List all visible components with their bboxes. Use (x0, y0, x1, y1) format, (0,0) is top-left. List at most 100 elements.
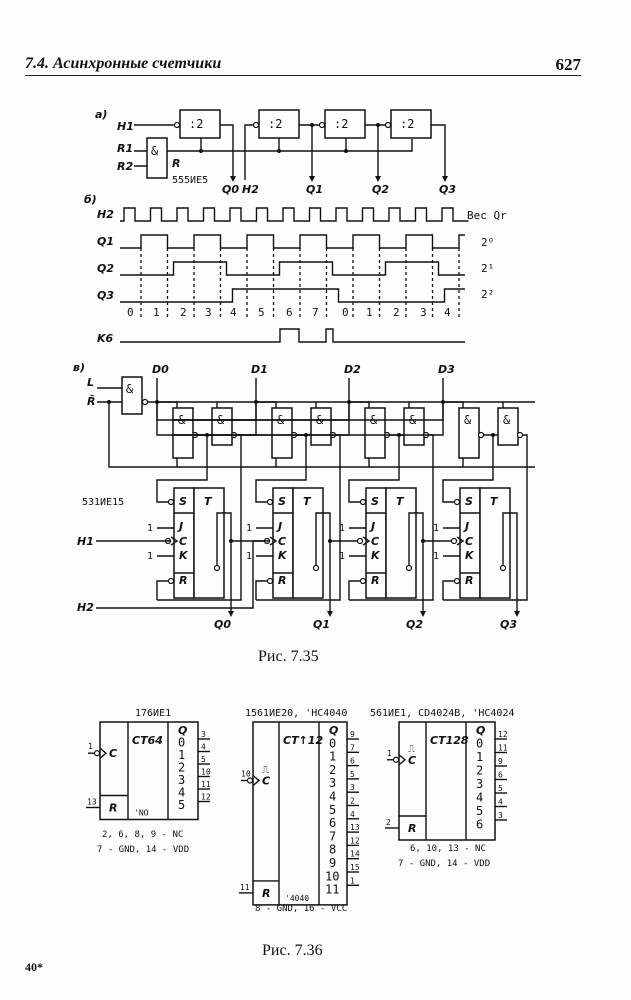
output-q3-label: Q3 (439, 183, 456, 196)
clock-pin: 1 (88, 742, 93, 751)
state-label: 5 (258, 306, 265, 319)
divider-0 (179, 109, 221, 139)
nand-gate (497, 407, 519, 446)
output-bit: 10 (325, 869, 339, 883)
signal-q1-label: Q1 (97, 235, 114, 248)
divider-3-label: :2 (400, 117, 414, 131)
state-label: 4 (444, 306, 451, 319)
const-one: 1 (433, 523, 439, 534)
pin-S: S (371, 495, 379, 508)
ff-type-label: T (303, 495, 312, 508)
signal-q2-label: Q2 (97, 262, 114, 275)
pin-R: R (371, 574, 379, 587)
running-header: 7.4. Асинхронные счетчики 627 (25, 55, 581, 76)
const-one: 1 (339, 551, 345, 562)
q-header: Q (476, 724, 485, 737)
output-pin: 13 (350, 823, 360, 832)
pin-J: J (463, 520, 469, 533)
nand-symbol: & (503, 413, 511, 427)
chip-1: 1561ИЕ20, 'HC4040СТ↑12'4040Q091726354352… (239, 708, 360, 914)
output-bit: 8 (329, 843, 336, 857)
output-bit: 6 (476, 818, 483, 832)
chip-note: 2, 6, 8, 9 - NC (102, 830, 183, 840)
fig35v-schematic: в) L R̄ & D0&&SJCKRT11Q0D1&&SJCKRT11Q1D2… (73, 361, 535, 631)
nand-gate (310, 407, 332, 446)
output-pin: 5 (350, 770, 355, 779)
clock-label: C (109, 747, 117, 760)
clock-label: C (408, 754, 416, 767)
chip-body (99, 721, 199, 821)
signal-q3-label: Q3 (97, 289, 114, 302)
output-pin: 11 (201, 780, 211, 789)
weight-q1: 2⁰ (481, 236, 494, 249)
state-label: 7 (312, 306, 319, 319)
output-q2-label: Q2 (406, 618, 423, 631)
output-bit: 0 (476, 737, 483, 751)
input-h2-v-label: H2 (77, 601, 94, 614)
input-l-label: L (87, 376, 94, 389)
weight-q3: 2² (481, 288, 494, 301)
output-bit: 2 (476, 764, 483, 778)
output-bit: 0 (329, 736, 336, 750)
divider-0-label: :2 (189, 117, 203, 131)
output-pin: 4 (201, 743, 206, 752)
chip-note: 6, 10, 13 - NC (410, 844, 486, 854)
reset-label: R (172, 157, 180, 170)
chip-body (252, 721, 348, 906)
output-bit: 2 (329, 763, 336, 777)
output-q0-label: Q0 (214, 618, 231, 631)
data-input-label-0: D0 (152, 363, 169, 376)
fig36-caption: Рис. 7.36 (262, 942, 323, 959)
output-pin: 12 (498, 730, 508, 739)
chip-body (398, 721, 496, 841)
nand-symbol: & (464, 413, 472, 427)
output-bit: 5 (178, 798, 185, 812)
input-r-label: R̄ (87, 395, 95, 408)
input-h1-v-label: H1 (77, 535, 94, 548)
chip-suffix: '4040 (285, 894, 309, 903)
reset-pin: 11 (240, 883, 250, 892)
output-pin: 3 (498, 811, 503, 820)
input-h2-label: H2 (242, 183, 259, 196)
and-gate-symbol: & (151, 144, 159, 158)
fig35v-label: в) (73, 361, 85, 374)
divider-2-label: :2 (334, 117, 348, 131)
chip-531ie15-label: 531ИЕ15 (82, 497, 124, 508)
const-one: 1 (433, 551, 439, 562)
state-label: 6 (286, 306, 293, 319)
chip-555ie5-label: 555ИЕ5 (172, 175, 208, 186)
chip-note: 7 - GND, 14 - VDD (398, 859, 490, 869)
pin-C: C (278, 535, 286, 548)
output-pin: 5 (498, 784, 503, 793)
output-pin: 15 (350, 863, 360, 872)
output-pin: 7 (350, 743, 355, 752)
state-label: 2 (393, 306, 400, 319)
output-q1-label: Q1 (313, 618, 330, 631)
reset-label: R (262, 887, 270, 900)
divider-2 (324, 109, 366, 139)
schmitt-icon: ⎍ (262, 765, 269, 776)
chip-function: СТ↑12 (283, 734, 323, 747)
nand-gate (211, 407, 233, 446)
const-one: 1 (246, 523, 252, 534)
input-r1-label: R1 (117, 142, 133, 155)
pin-J: J (276, 520, 282, 533)
output-q1-label: Q1 (306, 183, 323, 196)
divider-1 (258, 109, 300, 139)
input-h1-label: H1 (117, 120, 134, 133)
state-label: 3 (420, 306, 427, 319)
chip-note: 8 - GND, 16 - VCC (255, 904, 347, 914)
signal-h2-label: H2 (97, 208, 114, 221)
output-pin: 14 (350, 850, 360, 859)
output-bit: 2 (178, 761, 185, 775)
divider-1-label: :2 (268, 117, 282, 131)
state-label: 1 (153, 306, 160, 319)
output-pin: 1 (350, 876, 355, 885)
pin-J: J (369, 520, 375, 533)
section-title: 7.4. Асинхронные счетчики (25, 55, 222, 72)
const-one: 1 (147, 551, 153, 562)
pin-R: R (179, 574, 187, 587)
output-bit: 5 (476, 804, 483, 818)
